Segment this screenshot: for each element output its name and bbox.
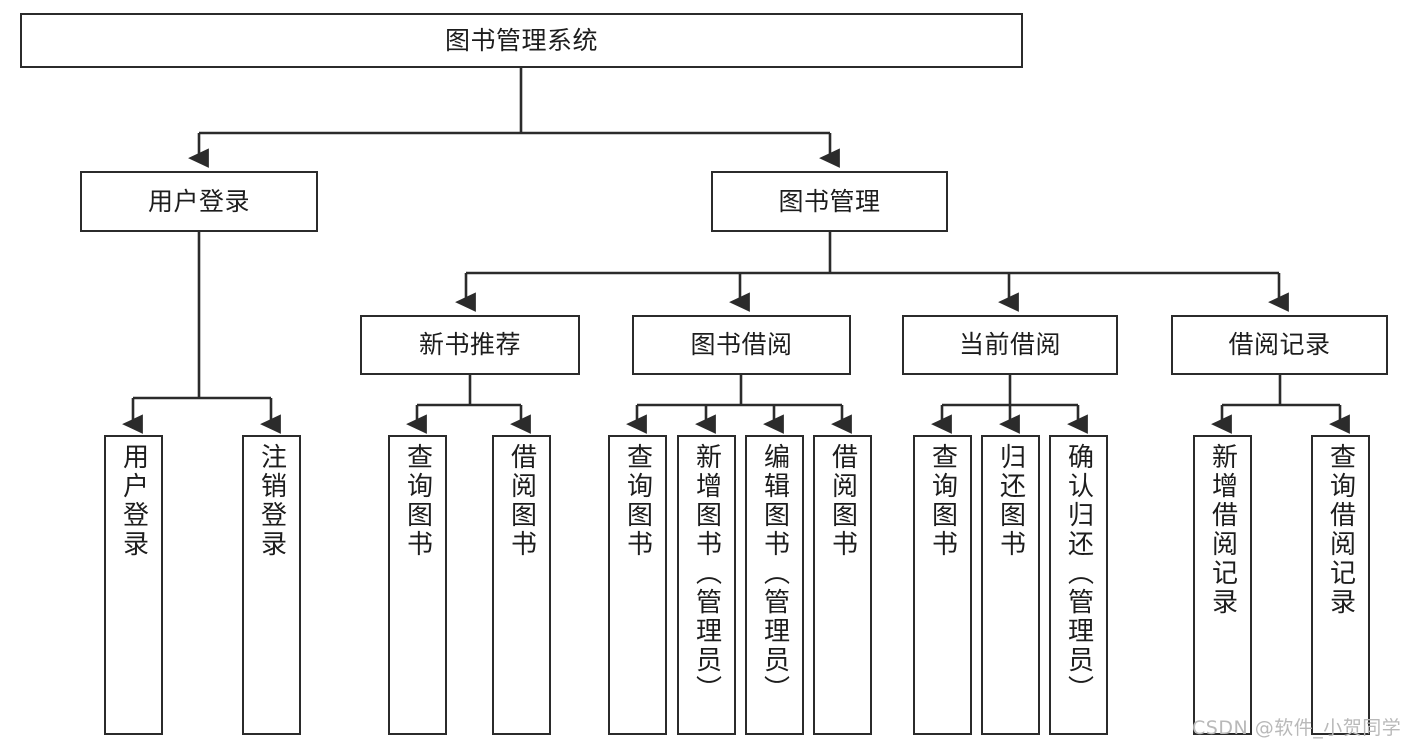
leaf-borrow-book-recommend-label: 借阅图书 (506, 443, 537, 559)
leaf-query-book-recommend-label: 查询图书 (402, 443, 433, 559)
node-new-book-recommend-label: 新书推荐 (418, 330, 521, 360)
node-book-borrow-label: 图书借阅 (690, 330, 793, 360)
leaf-borrow-book-recommend[interactable]: 借阅图书 (492, 435, 551, 735)
node-borrow-record-label: 借阅记录 (1228, 330, 1331, 360)
node-root-label: 图书管理系统 (444, 25, 598, 55)
leaf-user-login-label: 用户登录 (118, 443, 149, 559)
leaf-query-book-recommend[interactable]: 查询图书 (388, 435, 447, 735)
leaf-return-book[interactable]: 归还图书 (981, 435, 1040, 735)
node-user-login-label: 用户登录 (147, 186, 250, 216)
node-current-borrow[interactable]: 当前借阅 (902, 315, 1118, 375)
leaf-add-borrow-record-label: 新增借阅记录 (1207, 443, 1238, 617)
node-root[interactable]: 图书管理系统 (20, 13, 1023, 68)
leaf-confirm-return-admin[interactable]: 确认归还（管理员） (1049, 435, 1108, 735)
leaf-borrow-book[interactable]: 借阅图书 (813, 435, 872, 735)
node-new-book-recommend[interactable]: 新书推荐 (360, 315, 580, 375)
node-book-borrow[interactable]: 图书借阅 (632, 315, 851, 375)
node-user-login[interactable]: 用户登录 (80, 171, 318, 232)
leaf-add-book-admin-label: 新增图书（管理员） (691, 443, 722, 704)
leaf-query-book-borrow-label: 查询图书 (622, 443, 653, 559)
leaf-borrow-book-label: 借阅图书 (827, 443, 858, 559)
leaf-logout-label: 注销登录 (256, 443, 287, 559)
leaf-query-borrow-record[interactable]: 查询借阅记录 (1311, 435, 1370, 735)
leaf-add-borrow-record[interactable]: 新增借阅记录 (1193, 435, 1252, 735)
leaf-logout[interactable]: 注销登录 (242, 435, 301, 735)
leaf-confirm-return-admin-label: 确认归还（管理员） (1063, 443, 1094, 704)
leaf-query-book-current[interactable]: 查询图书 (913, 435, 972, 735)
leaf-add-book-admin[interactable]: 新增图书（管理员） (677, 435, 736, 735)
leaf-return-book-label: 归还图书 (995, 443, 1026, 559)
node-borrow-record[interactable]: 借阅记录 (1171, 315, 1388, 375)
leaf-query-borrow-record-label: 查询借阅记录 (1325, 443, 1356, 617)
node-book-management-label: 图书管理 (778, 186, 881, 216)
node-book-management[interactable]: 图书管理 (711, 171, 948, 232)
leaf-query-book-current-label: 查询图书 (927, 443, 958, 559)
leaf-edit-book-admin[interactable]: 编辑图书（管理员） (745, 435, 804, 735)
node-current-borrow-label: 当前借阅 (958, 330, 1061, 360)
leaf-edit-book-admin-label: 编辑图书（管理员） (759, 443, 790, 704)
leaf-query-book-borrow[interactable]: 查询图书 (608, 435, 667, 735)
leaf-user-login[interactable]: 用户登录 (104, 435, 163, 735)
